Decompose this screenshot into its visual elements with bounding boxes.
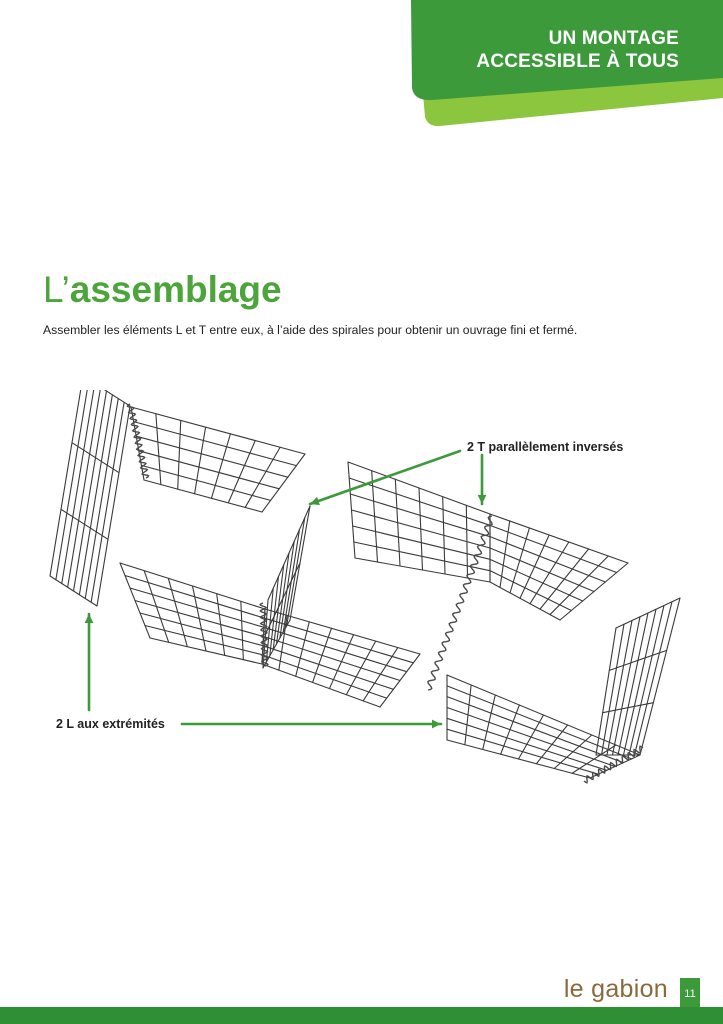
banner-dark-shape — [411, 0, 723, 101]
spiral-t-left — [259, 602, 269, 667]
spiral-l-left — [126, 403, 150, 479]
spiral-l-right — [583, 745, 644, 784]
spirals — [126, 403, 644, 784]
mesh-l-left-wing — [49, 390, 131, 607]
spiral-t-right — [427, 515, 493, 691]
page-title-main: assemblage — [69, 269, 282, 310]
section-heading-line2: ACCESSIBLE À TOUS — [476, 51, 679, 72]
header-banner — [411, 0, 723, 127]
arrows — [84, 449, 487, 729]
assembly-diagram — [49, 390, 681, 784]
mesh-l-right-wing — [595, 597, 681, 756]
mesh-panels — [49, 390, 681, 779]
page-title-prefix: L’ — [43, 269, 70, 310]
callout-t-elements: 2 T parallèlement inversés — [467, 440, 624, 454]
arrow-l-left — [84, 612, 94, 712]
arrow-t-left — [308, 449, 462, 506]
mesh-t-right-base — [347, 461, 491, 583]
footer-bar — [0, 1007, 723, 1024]
page-title: L’assemblage — [43, 266, 282, 314]
mesh-l-right-base — [446, 674, 641, 779]
mesh-t-left-base — [119, 562, 266, 665]
mesh-l-left-base — [130, 406, 306, 513]
arrow-l-right — [180, 719, 443, 729]
mesh-t-right-wing — [489, 513, 629, 621]
mesh-t-left-wing — [261, 608, 421, 708]
callout-l-elements: 2 L aux extrémités — [56, 717, 165, 731]
intro-text: Assembler les éléments L et T entre eux,… — [43, 323, 578, 337]
section-heading-line1: UN MONTAGE — [548, 28, 679, 49]
section-heading: UN MONTAGE ACCESSIBLE À TOUS — [476, 27, 679, 73]
arrow-t-right — [477, 453, 487, 506]
brand-logo: le gabion — [563, 975, 668, 1003]
